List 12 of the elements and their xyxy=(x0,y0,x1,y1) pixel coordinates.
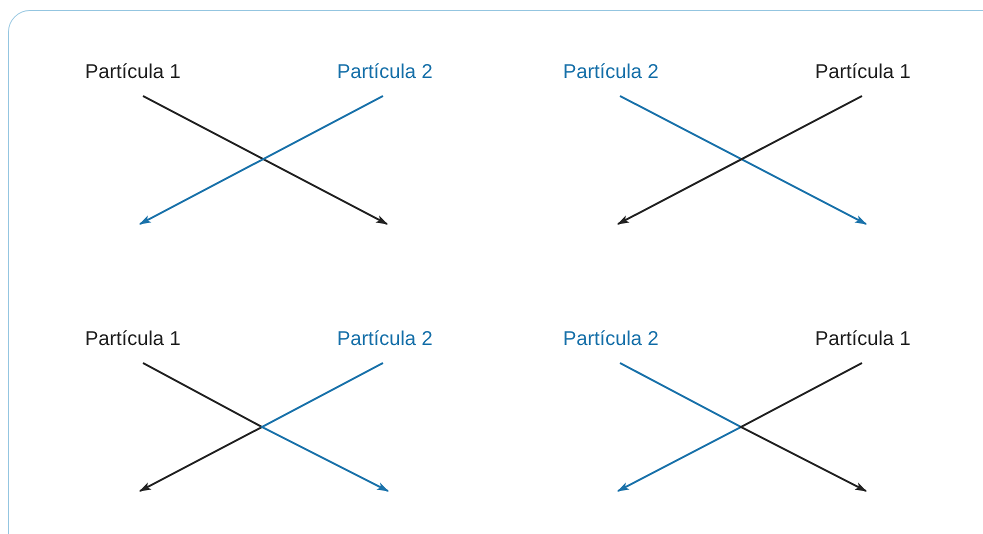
particle-label: Partícula 1 xyxy=(85,327,181,351)
particle-label: Partícula 1 xyxy=(815,327,911,351)
arrow xyxy=(260,362,389,492)
arrow xyxy=(139,362,264,492)
particle-label: Partícula 1 xyxy=(815,60,911,84)
particle-label: Partícula 1 xyxy=(85,60,181,84)
particle-label: Partícula 2 xyxy=(337,60,433,84)
arrow xyxy=(617,362,744,492)
particle-label: Partícula 2 xyxy=(337,327,433,351)
particle-label: Partícula 2 xyxy=(563,327,659,351)
arrow xyxy=(738,362,867,492)
particle-label: Partícula 2 xyxy=(563,60,659,84)
